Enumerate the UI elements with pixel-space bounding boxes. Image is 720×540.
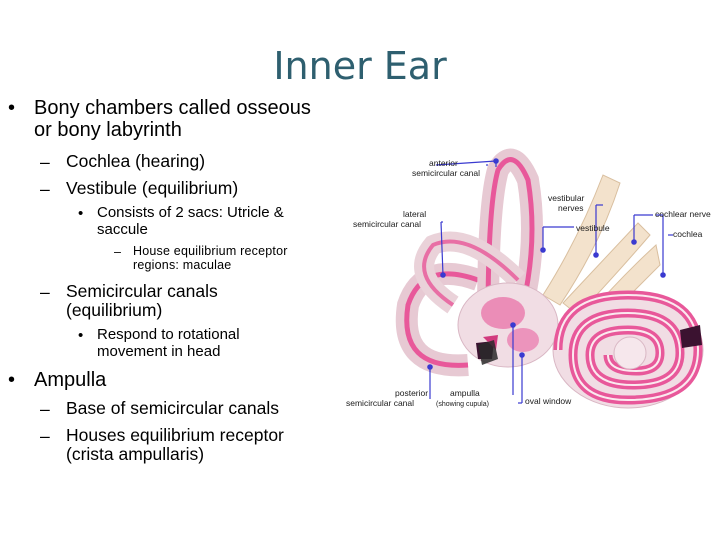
bullet-text: regions: maculae [133,257,232,272]
bullet-text: Bony chambers called osseous [34,97,311,119]
dash-mark: – [40,179,50,199]
bullet-8: Ampulla [34,369,106,391]
bullet-dot: • [8,369,16,391]
utricle-shape [481,297,525,329]
slide-title: Inner Ear [273,44,447,88]
bullet-10: Houses equilibrium receptor (crista ampu… [66,425,284,465]
bullet-7: Respond to rotational movement in head [97,326,240,360]
bullet-text: Consists of 2 sacs: Utricle & [97,204,284,221]
label-oval-window: oval window [525,396,572,406]
cochlea-spiral [552,290,704,409]
bullet-text: Cochlea (hearing) [66,151,206,171]
lateral-canal [414,231,526,314]
bullet-dot: • [8,97,16,119]
bullet-text: saccule [97,220,148,238]
label-anterior-sub: semicircular canal [412,168,480,178]
bullet-text: (crista ampullaris) [66,444,205,465]
dash-mark: – [40,282,50,302]
label-anterior: anterior [429,158,458,168]
bullet-text: Base of semicircular canals [66,398,279,418]
dash-mark: – [40,152,50,172]
label-lateral-sub: semicircular canal [353,219,421,229]
dash-mark: – [114,245,122,259]
label-vestibular: vestibular [548,193,585,203]
label-posterior-sub: semicircular canal [346,398,414,408]
anterior-canal [477,148,543,321]
bullet-text: Houses equilibrium receptor [66,425,284,445]
bullet-dot: • [78,205,84,222]
bullet-text: House equilibrium receptor [133,244,288,258]
label-ampulla: ampulla [450,388,480,398]
label-lateral: lateral [403,209,426,219]
bullet-text: or bony labyrinth [34,119,182,141]
bullet-9: Base of semicircular canals [66,398,279,418]
bullet-4: Consists of 2 sacs: Utricle & saccule [97,204,284,238]
bullet-text: Semicircular canals [66,281,218,301]
label-posterior: posterior [395,388,428,398]
dash-mark: – [40,399,50,419]
bullet-2: Cochlea (hearing) [66,151,206,171]
inner-ear-diagram: anterior semicircular canal lateral semi… [338,145,720,420]
bullet-text: Vestibule (equilibrium) [66,178,239,198]
label-ampulla-sub: (showing cupula) [436,401,489,408]
bullet-1: Bony chambers called osseous or bony lab… [34,97,311,141]
oval-window-shape [478,340,498,365]
bullet-text: Ampulla [34,369,107,391]
bullet-text: Respond to rotational [97,326,240,343]
pointer-lines [427,158,673,404]
dash-mark: – [40,426,50,446]
round-window-shape [680,325,702,348]
bullet-text: movement in head [97,342,221,360]
posterior-canal [395,262,482,377]
label-vestibular-sub: nerves [558,203,584,213]
bullet-5: House equilibrium receptor regions: macu… [133,244,288,273]
saccule-shape [507,328,539,352]
label-vestibule: vestibule [576,223,610,233]
label-cochlea: cochlea [673,229,703,239]
bullet-6: Semicircular canals (equilibrium) [66,281,218,321]
bullet-3: Vestibule (equilibrium) [66,178,239,198]
bullet-dot: • [78,327,84,344]
label-cochlear-nerve: cochlear nerve [655,209,711,219]
inner-ear-illustration: anterior semicircular canal lateral semi… [346,148,711,409]
bullet-list: • Bony chambers called osseous or bony l… [0,0,340,540]
bullet-text: (equilibrium) [66,300,163,321]
